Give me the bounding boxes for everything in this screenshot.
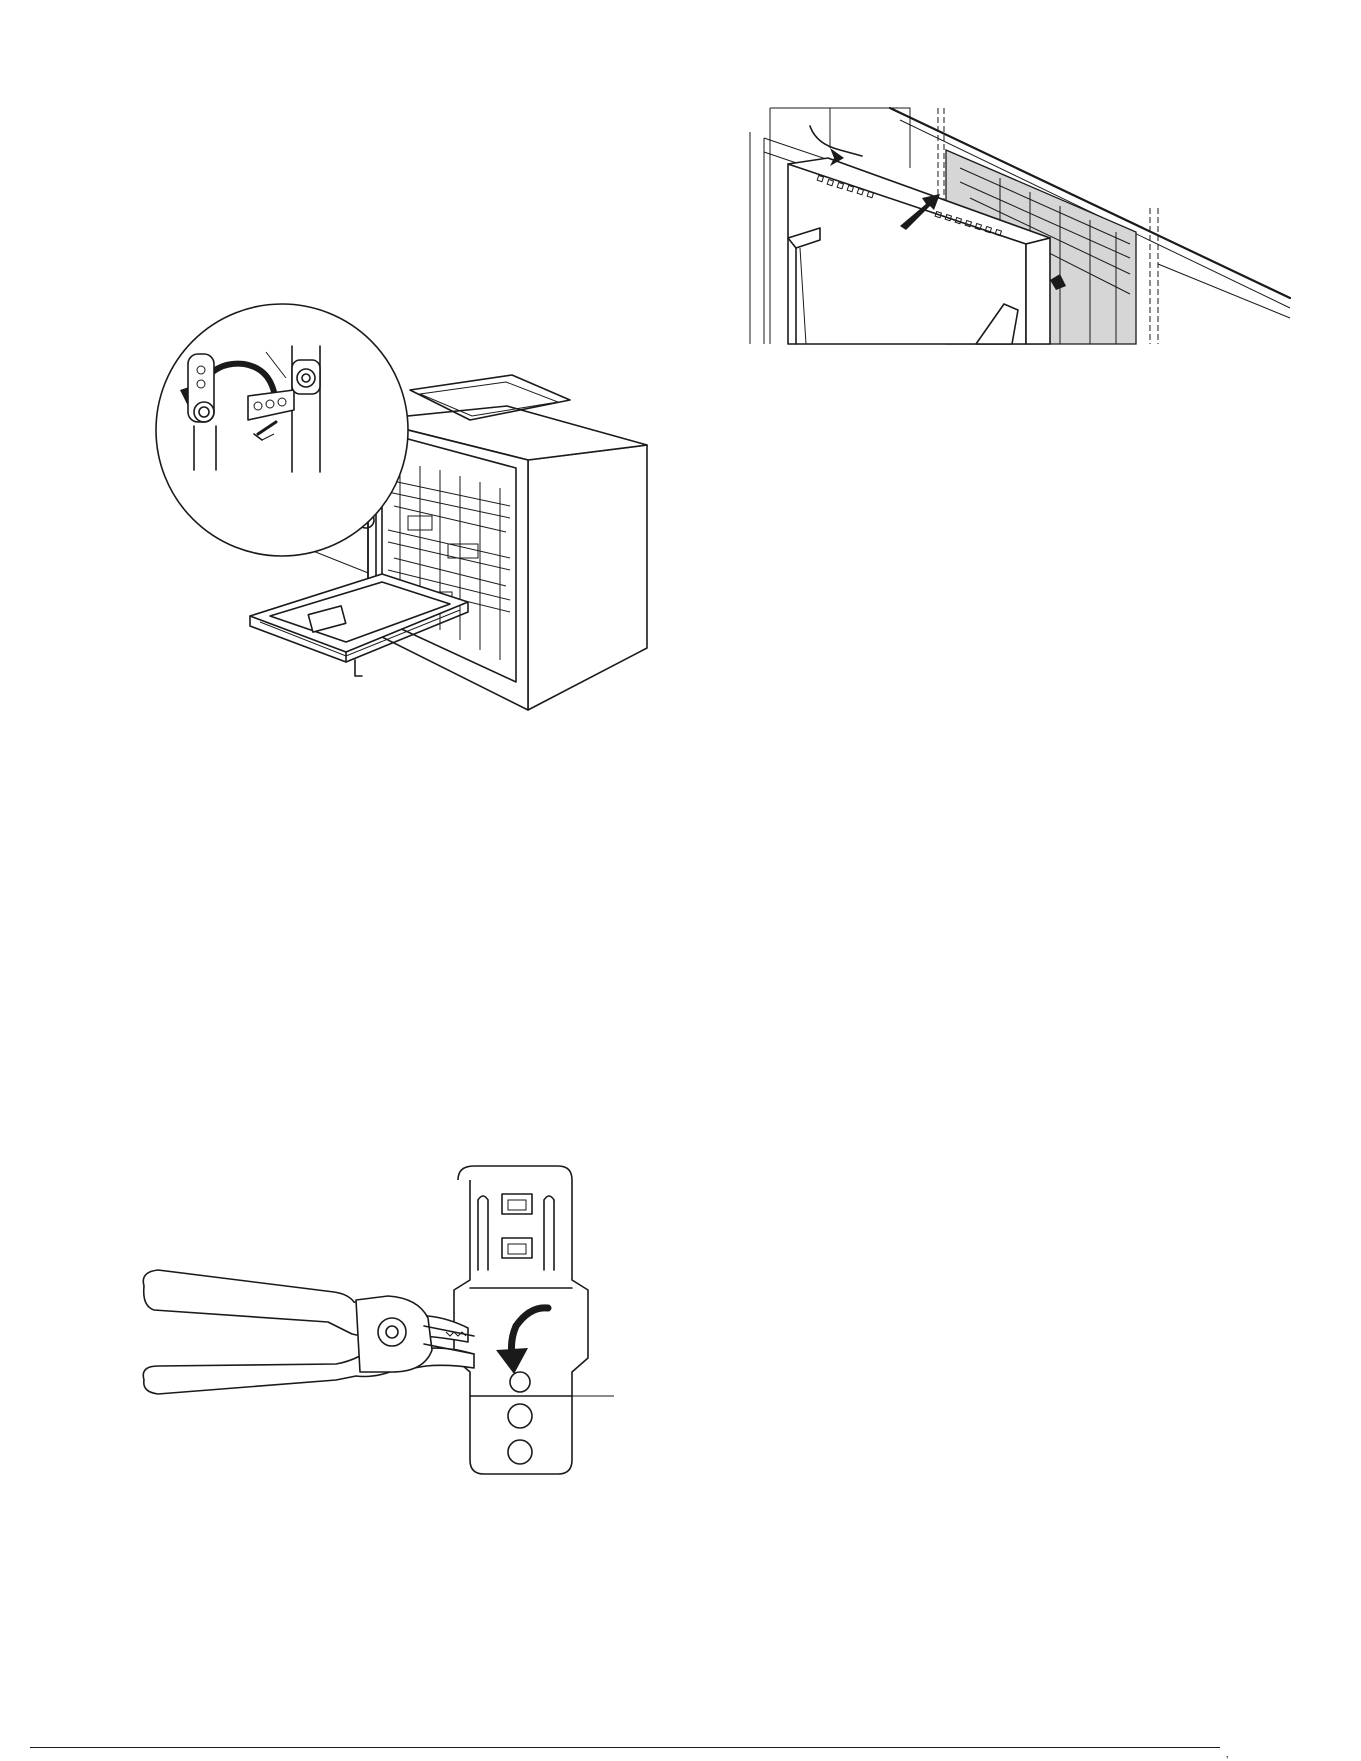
footer-rule <box>30 1747 1220 1748</box>
figure-pliers-bending-tab <box>128 1160 628 1520</box>
figure-door-panel-installed <box>750 108 1290 348</box>
footer-mark: ‚ <box>1226 1749 1228 1760</box>
figure-open-dishwasher <box>150 330 660 770</box>
